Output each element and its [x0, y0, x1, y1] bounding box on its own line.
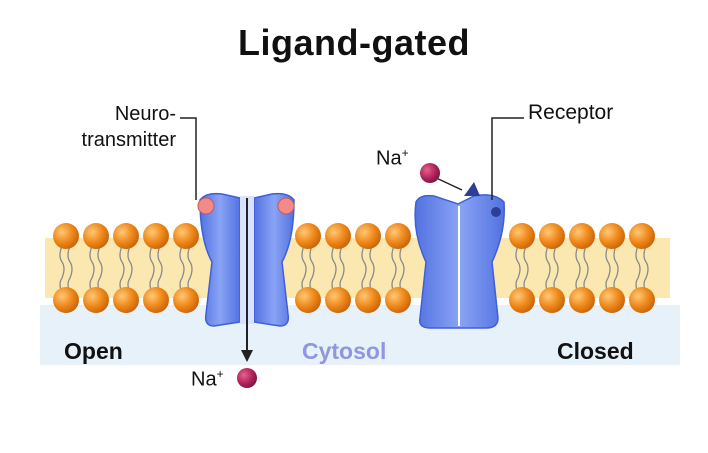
- lipid-tail: [149, 245, 155, 293]
- neurotransmitter-leader-line: [180, 117, 197, 200]
- phospholipid-head: [325, 223, 351, 249]
- phospholipid-head: [113, 223, 139, 249]
- lipid-tail: [119, 245, 125, 293]
- lipid-tail: [635, 245, 641, 293]
- lipid-tail: [545, 245, 551, 293]
- phospholipid-head: [629, 287, 655, 313]
- phospholipid-head: [599, 223, 625, 249]
- cytosol-band: [40, 305, 680, 365]
- phospholipid-head: [143, 223, 169, 249]
- open-state-label: Open: [64, 338, 123, 364]
- lipid-tail: [583, 245, 589, 293]
- lipid-tail: [523, 245, 529, 293]
- open-channel-left-subunit: [199, 192, 241, 327]
- sodium-label-top-symbol: Na: [376, 147, 402, 170]
- lipid-tail: [369, 245, 375, 293]
- neurotransmitter-label-line1: Neuro-: [114, 103, 176, 125]
- phospholipid-head: [569, 223, 595, 249]
- phospholipid-head: [83, 223, 109, 249]
- receptor-binding-site: [491, 207, 501, 217]
- receptor-label: Receptor: [528, 101, 614, 124]
- lipid-tail: [67, 245, 73, 293]
- lipid-tail: [399, 245, 405, 293]
- phospholipid-head: [539, 287, 565, 313]
- lipid-tail: [127, 245, 133, 293]
- receptor-leader-line: [491, 117, 524, 200]
- neurotransmitter-left: [197, 197, 215, 215]
- phospholipid-head: [569, 287, 595, 313]
- open-channel: [197, 192, 295, 362]
- ion-flow-arrowhead: [241, 350, 253, 362]
- phospholipid-head: [355, 287, 381, 313]
- sodium-label-bottom: Na+: [191, 367, 224, 392]
- lipid-tail: [301, 245, 307, 293]
- lipid-tail: [89, 245, 95, 293]
- phospholipid-head: [173, 223, 199, 249]
- phospholipid-head: [295, 223, 321, 249]
- phospholipid-head: [325, 287, 351, 313]
- phospholipid-head: [509, 287, 535, 313]
- phospholipid-head: [509, 223, 535, 249]
- phospholipid-head: [53, 287, 79, 313]
- lipid-tail: [515, 245, 521, 293]
- lipid-tail: [605, 245, 611, 293]
- phospholipid-bilayer: [53, 223, 655, 313]
- phospholipid-head: [539, 223, 565, 249]
- lipid-tail: [157, 245, 163, 293]
- receptor-tip: [464, 182, 480, 196]
- lipid-tail: [643, 245, 649, 293]
- phospholipid-head: [295, 287, 321, 313]
- sodium-ion-bottom: [237, 368, 257, 388]
- phospholipid-head: [355, 223, 381, 249]
- lipid-tail: [553, 245, 559, 293]
- neurotransmitter-label: Neuro- transmitter: [80, 101, 176, 153]
- lipid-tail: [575, 245, 581, 293]
- diagram-title: Ligand-gated: [238, 22, 470, 63]
- sodium-label-top-charge: +: [401, 146, 409, 160]
- sodium-ion-top: [420, 163, 440, 183]
- lipid-tail: [339, 245, 345, 293]
- lipid-tail: [361, 245, 367, 293]
- phospholipid-head: [53, 223, 79, 249]
- sodium-label-top: Na+: [376, 146, 409, 171]
- neurotransmitter-label-line2: transmitter: [81, 129, 176, 151]
- closed-state-label: Closed: [557, 338, 634, 364]
- lipid-tail: [309, 245, 315, 293]
- phospholipid-head: [385, 223, 411, 249]
- phospholipid-head: [629, 223, 655, 249]
- phospholipid-head: [385, 287, 411, 313]
- open-channel-right-subunit: [253, 192, 295, 327]
- cytosol-label: Cytosol: [302, 338, 387, 364]
- lipid-tail: [179, 245, 185, 293]
- membrane-core: [45, 238, 670, 298]
- phospholipid-head: [113, 287, 139, 313]
- phospholipid-head: [143, 287, 169, 313]
- neurotransmitter-right: [277, 197, 295, 215]
- phospholipid-head: [599, 287, 625, 313]
- sodium-label-bottom-charge: +: [216, 367, 224, 381]
- lipid-tail: [59, 245, 65, 293]
- lipid-tail: [391, 245, 397, 293]
- sodium-label-bottom-symbol: Na: [191, 368, 217, 391]
- phospholipid-head: [173, 287, 199, 313]
- closed-channel: [414, 182, 505, 329]
- lipid-tail: [97, 245, 103, 293]
- lipid-tail: [331, 245, 337, 293]
- phospholipid-head: [83, 287, 109, 313]
- lipid-tail: [187, 245, 193, 293]
- lipid-tail: [613, 245, 619, 293]
